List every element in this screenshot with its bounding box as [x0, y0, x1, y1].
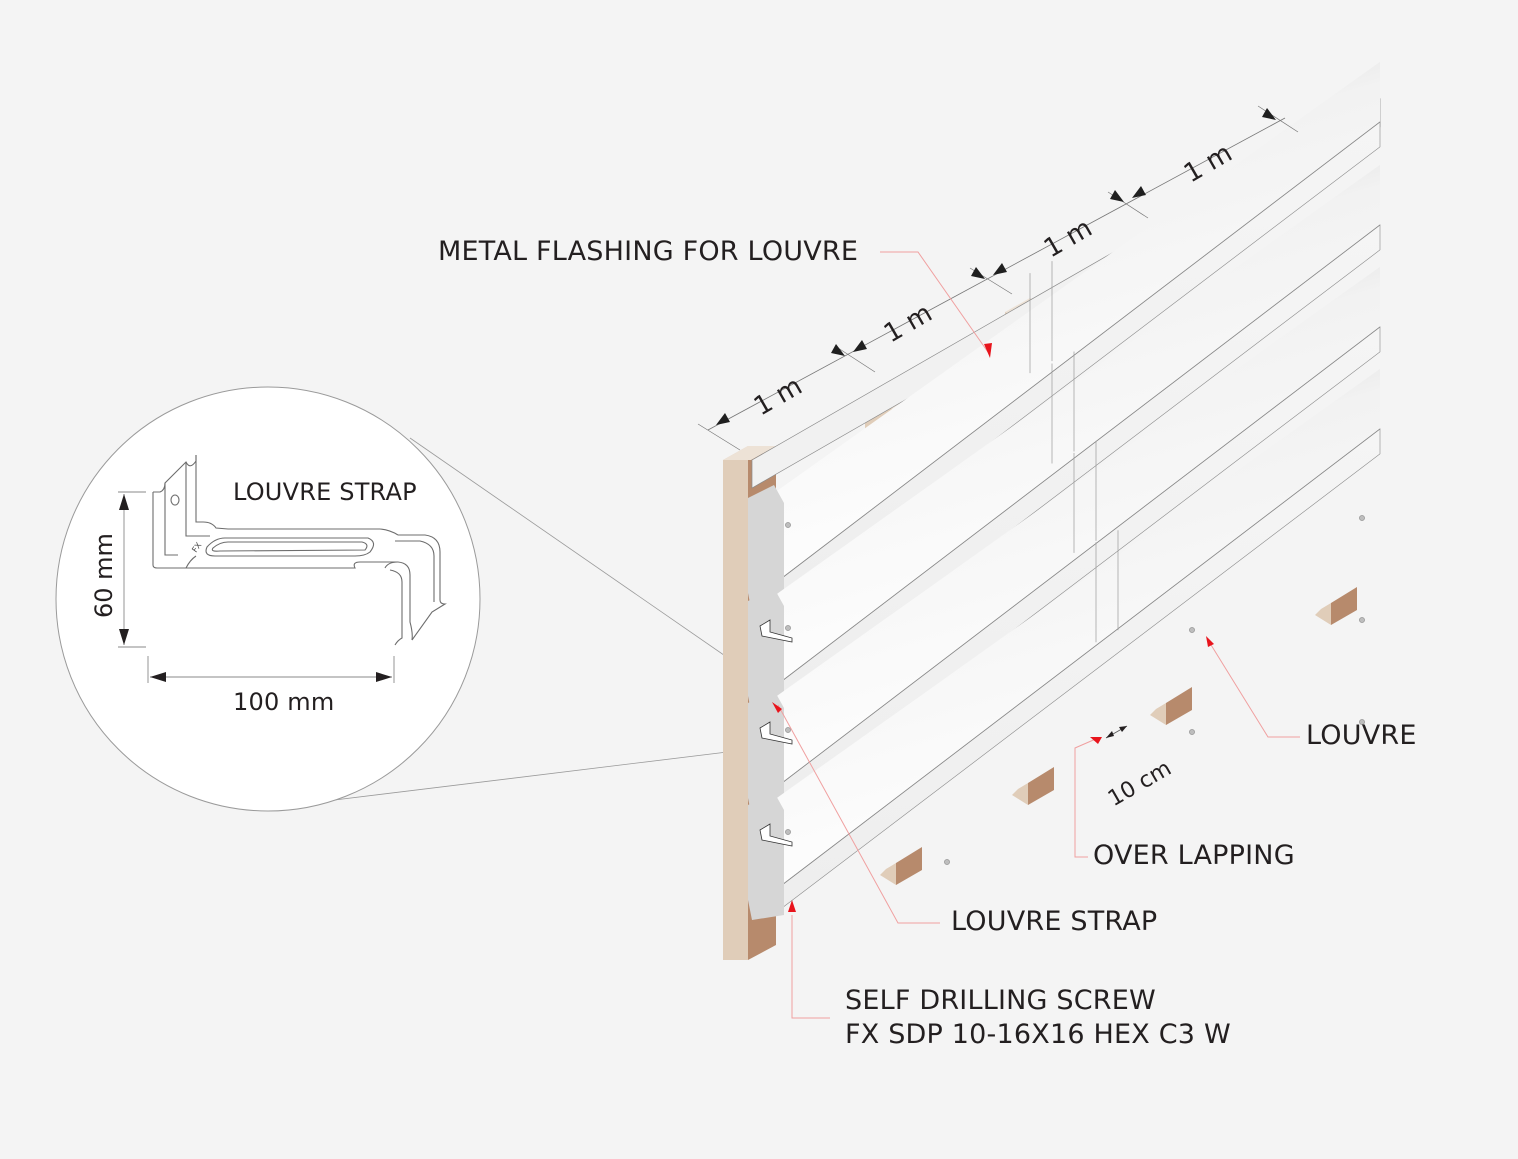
- label-screw-spec: FX SDP 10-16X16 HEX C3 W: [845, 1019, 1231, 1050]
- louvre-strap-bracket: [759, 823, 793, 847]
- louvre-blade: [748, 61, 1381, 613]
- leader-over-lapping: [1074, 737, 1099, 858]
- dimension-arrowhead: [853, 340, 867, 352]
- screw-head: [785, 625, 791, 631]
- arrowhead-screw: [788, 900, 796, 912]
- lower-batten: [1012, 767, 1054, 805]
- spacing-dimensions: [697, 105, 1299, 451]
- label-metal-flashing: METAL FLASHING FOR LOUVRE: [438, 236, 859, 267]
- screw-head: [1189, 729, 1195, 735]
- post-front-face: [723, 446, 748, 960]
- leader-louvre: [1207, 639, 1300, 738]
- callout-line-top: [409, 437, 761, 681]
- dim-arrow-down: [119, 629, 129, 645]
- dimension-arrowhead: [1132, 186, 1146, 198]
- detail-title: LOUVRE STRAP: [233, 478, 417, 506]
- louvre-face: [774, 164, 1380, 681]
- louvre-end-plate: [748, 690, 784, 818]
- dim-arrow-right: [376, 672, 392, 682]
- louvre-blade: [748, 164, 1381, 716]
- louvre-edge: [781, 326, 1381, 784]
- detail-width-dim: 100 mm: [233, 688, 335, 716]
- louvre-end-plate: [748, 792, 784, 920]
- dimension-arrowhead: [716, 413, 730, 425]
- louvre-edge: [781, 428, 1381, 886]
- leader-screw: [791, 915, 830, 1019]
- screw-head: [785, 829, 791, 835]
- louvre-face: [774, 266, 1380, 783]
- batten-front-face: [1150, 703, 1166, 725]
- batten-side-face: [1166, 687, 1192, 725]
- screw-head: [785, 727, 791, 733]
- batten-side-face: [1028, 767, 1054, 805]
- dimension-arrowhead: [1110, 190, 1124, 202]
- extension-line: [834, 345, 876, 373]
- leader-arrowheads: [772, 343, 1214, 912]
- dimension-arrowhead: [1262, 108, 1276, 120]
- leader-metal-flashing: [880, 251, 991, 356]
- strap-detail-drawing: FX: [152, 455, 447, 646]
- callout-line-bottom: [309, 747, 761, 804]
- batten-front-face: [1012, 783, 1028, 805]
- screw-head: [1359, 515, 1365, 521]
- leader-lines: [777, 251, 1300, 1019]
- dimension-arrowhead: [831, 344, 845, 356]
- label-louvre: LOUVRE: [1306, 720, 1417, 751]
- louvre-strap-bracket: [759, 619, 793, 643]
- batten-side-face: [1331, 587, 1357, 625]
- lower-batten: [880, 847, 922, 885]
- detail-height-dim: 60 mm: [90, 533, 118, 618]
- overlap-dimension: [1105, 725, 1128, 739]
- louvre-strap-bracket: [759, 721, 793, 745]
- dim-arrow-up: [119, 494, 129, 510]
- batten-front-face: [1315, 603, 1331, 625]
- screw-head: [1359, 617, 1365, 623]
- louvre-edge: [781, 121, 1381, 579]
- dim-arrow-left: [150, 672, 166, 682]
- screw-head: [1189, 627, 1195, 633]
- arrowhead-louvre: [1206, 636, 1214, 647]
- louvre-blade: [748, 368, 1381, 920]
- label-louvre-strap: LOUVRE STRAP: [951, 906, 1158, 937]
- lower-batten: [1150, 687, 1192, 725]
- post-top-face: [723, 446, 776, 460]
- dimension-arrowhead: [993, 263, 1007, 275]
- leader-louvre-strap: [777, 704, 940, 924]
- louvre-face: [774, 368, 1380, 885]
- detail-callout: [55, 386, 816, 812]
- label-over-lapping: OVER LAPPING: [1093, 840, 1295, 871]
- screw-head: [1359, 719, 1365, 725]
- louvre-edge: [781, 224, 1381, 682]
- batten-side-face: [896, 847, 922, 885]
- louvre-end-plate: [748, 485, 784, 613]
- dimension-arrowhead: [971, 267, 985, 279]
- lower-batten: [1315, 587, 1357, 625]
- label-screw-name: SELF DRILLING SCREW: [845, 985, 1156, 1016]
- arrowhead-over-lapping: [1090, 737, 1102, 744]
- arrowhead-louvre-strap: [772, 702, 782, 713]
- arrowhead-metal-flashing: [984, 343, 992, 358]
- screw-head: [944, 859, 950, 865]
- strap-dimensions: [118, 491, 395, 683]
- louvre-blade: [748, 266, 1381, 818]
- louvre-blades: [748, 61, 1381, 920]
- detail-circle: [55, 386, 481, 812]
- louvre-end-plate: [748, 588, 784, 716]
- louvre-face: [774, 61, 1380, 578]
- screw-head: [785, 522, 791, 528]
- extension-line: [1257, 105, 1299, 133]
- extension-line: [697, 423, 741, 451]
- batten-front-face: [880, 863, 896, 885]
